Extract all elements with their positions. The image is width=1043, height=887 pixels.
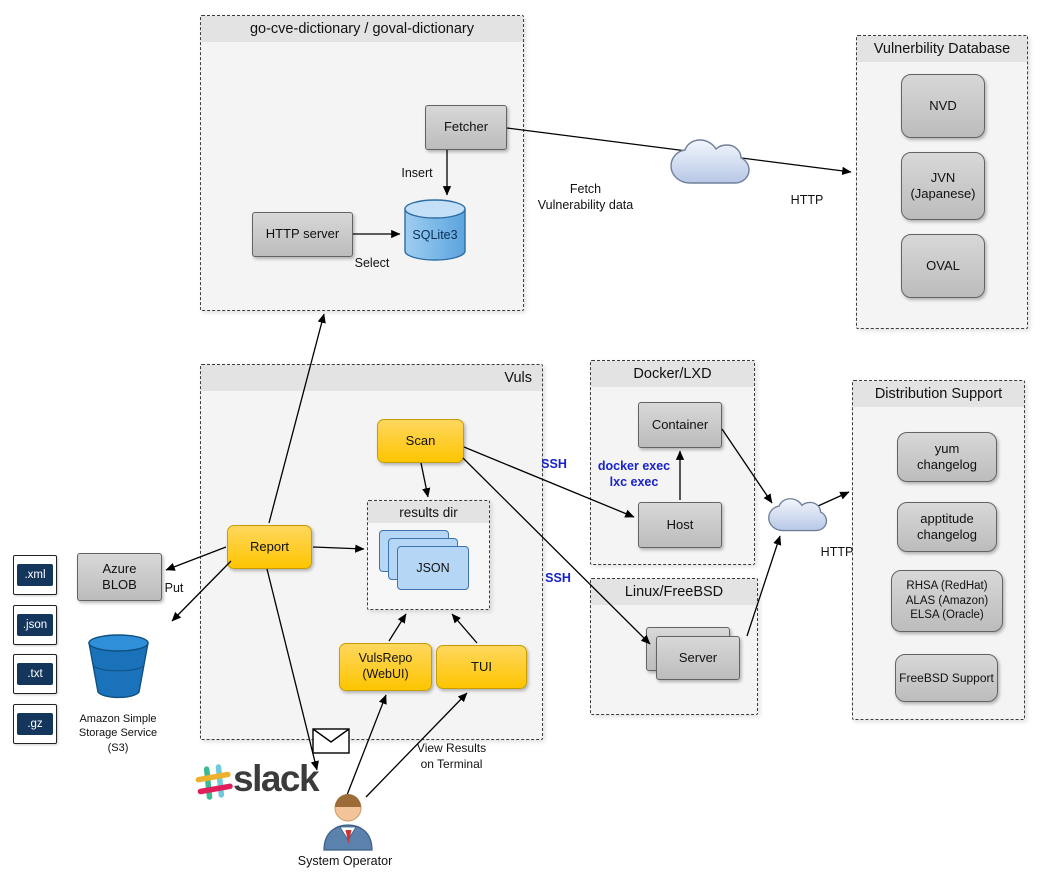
apptitude-changelog-node: apptitude changelog xyxy=(897,502,997,552)
slack-wordmark: slack xyxy=(233,758,320,799)
freebsd-support-node: FreeBSD Support xyxy=(895,654,998,702)
view-results-label: View Results on Terminal xyxy=(416,741,487,771)
results-dir-title: results dir xyxy=(368,501,489,523)
json-file-icon: .json xyxy=(13,605,57,645)
vulsrepo-node: VulsRepo (WebUI) xyxy=(339,643,432,691)
txt-file-label: .txt xyxy=(17,663,53,685)
docker-lxd-title: Docker/LXD xyxy=(591,361,754,387)
http-label-top: HTTP xyxy=(790,193,824,207)
report-node: Report xyxy=(227,525,312,569)
linux-freebsd-title: Linux/FreeBSD xyxy=(591,579,757,605)
arrow-cloud-to-dist xyxy=(817,491,850,507)
system-operator-icon xyxy=(323,794,373,851)
docker-exec-label: docker exec lxc exec xyxy=(597,459,671,490)
scan-node: Scan xyxy=(377,419,464,463)
txt-file-icon: .txt xyxy=(13,654,57,694)
xml-file-icon: .xml xyxy=(13,555,57,595)
select-label: Select xyxy=(354,256,390,270)
internet-cloud-icon-2 xyxy=(768,498,828,532)
distribution-support-title: Distribution Support xyxy=(853,381,1024,407)
put-label: Put xyxy=(164,581,184,595)
xml-file-label: .xml xyxy=(17,564,53,586)
yum-changelog-node: yum changelog xyxy=(897,432,997,482)
azure-blob-node: Azure BLOB xyxy=(77,553,162,601)
go-cve-dictionary-title: go-cve-dictionary / goval-dictionary xyxy=(201,16,523,42)
nvd-node: NVD xyxy=(901,74,985,138)
go-cve-dictionary-container: go-cve-dictionary / goval-dictionary xyxy=(200,15,524,311)
http-server-node: HTTP server xyxy=(252,212,353,257)
server-node: Server xyxy=(656,636,740,680)
jvn-node: JVN (Japanese) xyxy=(901,152,985,220)
ssh-label-upper: SSH xyxy=(541,457,567,471)
fetch-vulnerability-label: Fetch Vulnerability data xyxy=(537,182,634,213)
gz-file-label: .gz xyxy=(17,713,53,735)
arrow-fetcher-to-vulndb xyxy=(506,127,852,176)
internet-cloud-icon xyxy=(670,139,750,184)
container-node: Container xyxy=(638,402,722,448)
gz-file-icon: .gz xyxy=(13,704,57,744)
fetcher-node: Fetcher xyxy=(425,105,507,150)
s3-bucket-icon xyxy=(88,634,149,699)
vuls-title: Vuls xyxy=(201,365,542,391)
http-label-right: HTTP xyxy=(820,545,854,559)
s3-caption-label: Amazon Simple Storage Service (S3) xyxy=(78,713,158,754)
system-operator-label: System Operator xyxy=(297,854,393,868)
rhsa-alas-elsa-node: RHSA (RedHat) ALAS (Amazon) ELSA (Oracle… xyxy=(891,570,1003,632)
host-node: Host xyxy=(638,502,722,548)
json-doc-front: JSON xyxy=(397,546,469,590)
insert-label: Insert xyxy=(401,166,433,180)
vulnerability-database-title: Vulnerbility Database xyxy=(857,36,1027,62)
tui-node: TUI xyxy=(436,645,527,689)
oval-node: OVAL xyxy=(901,234,985,298)
json-file-label: .json xyxy=(17,614,53,636)
slack-logo-icon xyxy=(195,764,233,800)
ssh-label-lower: SSH xyxy=(545,571,571,585)
